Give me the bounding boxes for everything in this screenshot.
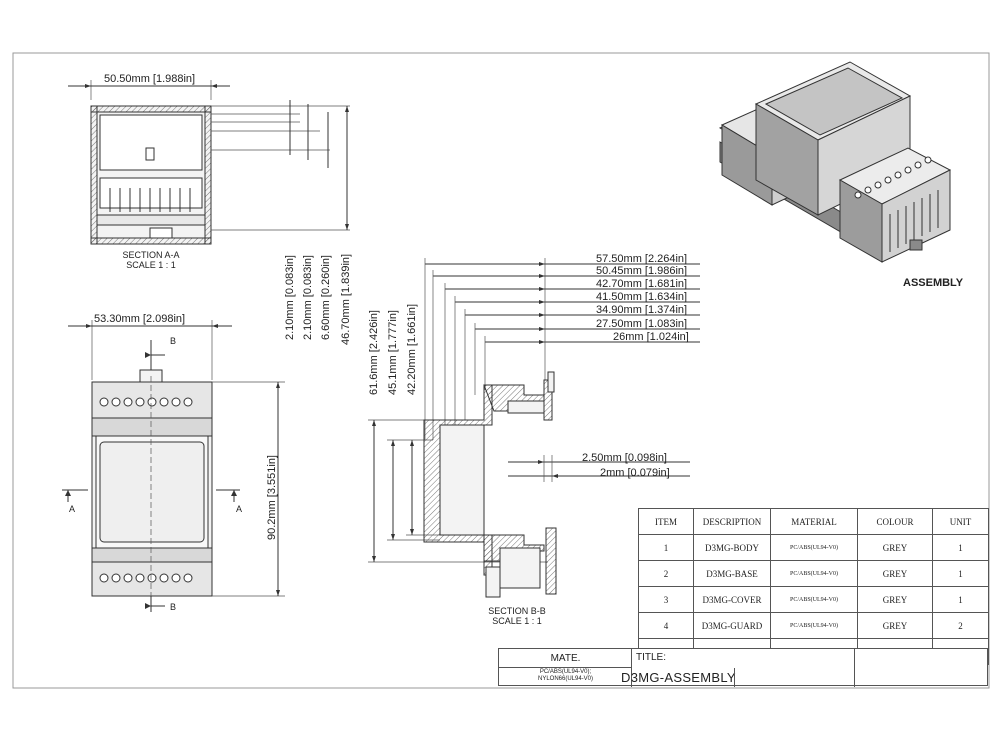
bom-material: PC/ABS(UL94-V0) [770, 534, 858, 561]
dim-bb-h4: 41.50mm [1.634in] [596, 291, 687, 303]
title-divider [734, 668, 735, 687]
dim-bb-h3: 42.70mm [1.681in] [596, 278, 687, 290]
bom-unit: 1 [932, 534, 989, 561]
section-aa-title: SECTION A-A [122, 250, 179, 260]
bom-header-unit: UNIT [932, 508, 989, 535]
bom-unit: 1 [932, 586, 989, 613]
cut-a-left: A [69, 504, 75, 514]
section-bb-scale: SCALE 1 : 1 [492, 616, 542, 626]
bom-item: 4 [638, 612, 694, 639]
dim-bb-v2: 45.1mm [1.777in] [387, 310, 399, 395]
material-value-line-2: NYLON66(UL94-V0) [537, 676, 594, 682]
bom-header-description: DESCRIPTION [693, 508, 771, 535]
bom-material: PC/ABS(UL94-V0) [770, 586, 858, 613]
dim-bb-v3: 42.20mm [1.661in] [406, 304, 418, 395]
material-cell: MATE. PC/ABS(UL94-V0); NYLON66(UL94-V0) [499, 649, 632, 687]
dim-bb-small2: 2mm [0.079in] [600, 467, 670, 479]
front-view: 53.30mm [2.098in] B 90.2mm [3.551in] [62, 313, 285, 612]
title-divider [854, 649, 855, 687]
bom-material: PC/ABS(UL94-V0) [770, 560, 858, 587]
title-label: TITLE: [636, 652, 667, 663]
dim-aa-v4: 46.70mm [1.839in] [340, 254, 352, 345]
dim-aa-v1: 2.10mm [0.083in] [284, 255, 296, 340]
table-row: 1 D3MG-BODY PC/ABS(UL94-V0) GREY 1 [638, 534, 989, 561]
assembly-view: ASSEMBLY [718, 61, 964, 289]
bom-header-row: ITEM DESCRIPTION MATERIAL COLOUR UNIT [638, 508, 989, 535]
assembly-label: ASSEMBLY [903, 277, 964, 289]
bom-header-material: MATERIAL [770, 508, 858, 535]
cut-b-bottom: B [170, 602, 176, 612]
drawing-title: D3MG-ASSEMBLY [621, 670, 736, 685]
table-row: 2 D3MG-BASE PC/ABS(UL94-V0) GREY 1 [638, 560, 989, 587]
dim-bb-v1: 61.6mm [2.426in] [368, 310, 380, 395]
dim-front-width: 53.30mm [2.098in] [94, 313, 185, 325]
dim-aa-v3: 6.60mm [0.260in] [320, 255, 332, 340]
bom-unit: 2 [932, 612, 989, 639]
material-value-line-1: PC/ABS(UL94-V0); [539, 669, 592, 675]
table-row: 3 D3MG-COVER PC/ABS(UL94-V0) GREY 1 [638, 586, 989, 613]
section-bb-title: SECTION B-B [488, 606, 546, 616]
cut-a-right: A [236, 504, 242, 514]
cut-b-top: B [170, 336, 176, 346]
bom-item: 2 [638, 560, 694, 587]
dim-bb-h7: 26mm [1.024in] [613, 331, 689, 343]
bom-item: 1 [638, 534, 694, 561]
bom-colour: GREY [857, 612, 933, 639]
bom-description: D3MG-BASE [693, 560, 771, 587]
bom-table: ITEM DESCRIPTION MATERIAL COLOUR UNIT 1 … [638, 508, 989, 665]
dim-bb-small1: 2.50mm [0.098in] [582, 452, 667, 464]
section-bb-view: 57.50mm [2.264in] 50.45mm [1.986in] 42.7… [368, 253, 700, 626]
title-block: MATE. PC/ABS(UL94-V0); NYLON66(UL94-V0) … [498, 648, 988, 687]
dim-bb-h5: 34.90mm [1.374in] [596, 304, 687, 316]
bom-description: D3MG-GUARD [693, 612, 771, 639]
bom-description: D3MG-BODY [693, 534, 771, 561]
bom-header-colour: COLOUR [857, 508, 933, 535]
dim-front-height: 90.2mm [3.551in] [266, 455, 278, 540]
table-row: 4 D3MG-GUARD PC/ABS(UL94-V0) GREY 2 [638, 612, 989, 639]
sheet-border [12, 52, 990, 689]
material-value: PC/ABS(UL94-V0); NYLON66(UL94-V0) [503, 669, 628, 683]
dim-bb-h1: 57.50mm [2.264in] [596, 253, 687, 265]
dim-aa-width: 50.50mm [1.988in] [104, 73, 195, 85]
bom-colour: GREY [857, 560, 933, 587]
section-aa-view: 50.50mm [1.988in] [68, 73, 352, 345]
material-label: MATE. [499, 649, 632, 668]
section-aa-scale: SCALE 1 : 1 [126, 260, 176, 270]
bom-colour: GREY [857, 586, 933, 613]
bom-description: D3MG-COVER [693, 586, 771, 613]
bom-unit: 1 [932, 560, 989, 587]
bom-header-item: ITEM [638, 508, 694, 535]
bom-item: 3 [638, 586, 694, 613]
bom-material: PC/ABS(UL94-V0) [770, 612, 858, 639]
bom-colour: GREY [857, 534, 933, 561]
dim-aa-v2: 2.10mm [0.083in] [302, 255, 314, 340]
dim-bb-h2: 50.45mm [1.986in] [596, 265, 687, 277]
dim-bb-h6: 27.50mm [1.083in] [596, 318, 687, 330]
